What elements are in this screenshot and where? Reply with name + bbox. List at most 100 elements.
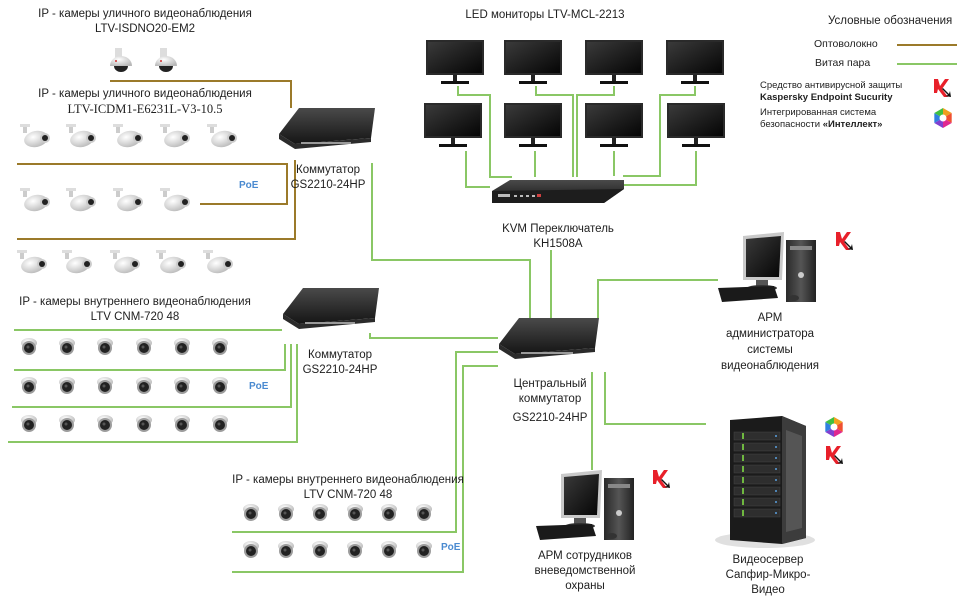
tp-link-monitor-2: [535, 86, 574, 177]
switch-top[interactable]: [279, 108, 375, 149]
kvm-line2: KH1508A: [533, 238, 583, 250]
video-server-line3: Видео: [751, 584, 785, 596]
legend-intellect-line2-bold: «Интеллект»: [822, 119, 883, 130]
dome-camera: [212, 338, 228, 355]
tp-link-dome1-row3: [8, 344, 298, 443]
fiber-link-bullet-row1: [17, 163, 288, 205]
switch-central-line2: коммутатор: [518, 393, 582, 405]
dome-camera: [59, 338, 75, 355]
dome-camera: [312, 504, 328, 521]
video-server-line2: Сапфир-Микро-: [725, 569, 811, 581]
video-server[interactable]: [715, 416, 815, 548]
bullet-camera: [113, 124, 143, 148]
ptz-cameras: [110, 48, 177, 72]
dome-camera: [212, 377, 228, 394]
legend-fiber-label: Оптоволокно: [814, 38, 878, 50]
dome-camera: [136, 415, 152, 432]
ptz-cams-title-text: IP - камеры уличного видеонаблюдения: [38, 8, 252, 20]
dome-camera: [278, 541, 294, 558]
intellect-icon: [934, 108, 952, 128]
bullet-camera: [20, 188, 50, 212]
kvm-switch[interactable]: [492, 180, 624, 203]
server-drive-bay: [733, 497, 781, 507]
dome-camera: [136, 377, 152, 394]
legend-fiber-line: [897, 44, 957, 46]
dome-camera: [97, 338, 113, 355]
server-drive-bay: [733, 453, 781, 463]
switch-mid-line2: GS2210-24HP: [302, 364, 378, 376]
arm-guard-line2: вневедомственной: [534, 565, 636, 577]
ptz-camera: [155, 48, 177, 72]
switch-top-line2: GS2210-24HP: [290, 179, 366, 191]
tp-link-central-dome2b: [232, 365, 498, 573]
legend-intellect-line2-prefix: безопасности: [760, 119, 823, 130]
poe-label: PoE: [249, 381, 269, 392]
tp-link-monitor-3: [576, 86, 615, 177]
bullet-camera: [66, 124, 96, 148]
led-monitor: [585, 103, 643, 147]
kvm-line1: KVM Переключатель: [502, 223, 614, 235]
twisted-pair-lines: [8, 86, 718, 573]
dome-camera: [97, 415, 113, 432]
dome-camera: [416, 504, 432, 521]
led-monitor: [504, 40, 562, 84]
dome-camera: [243, 541, 259, 558]
bullet-camera: [62, 250, 92, 274]
arm-admin-line3: системы: [747, 344, 793, 356]
bullet-camera: [156, 250, 186, 274]
legend-intellect-line1: Интегрированная система: [760, 107, 877, 118]
tp-link-monitor-8: [623, 151, 697, 186]
dome-cameras-group-1: [21, 338, 228, 432]
legend-kaspersky-line1: Средство антивирусной защиты: [760, 80, 903, 91]
server-drive-bay: [733, 486, 781, 496]
intellect-icon: [825, 417, 843, 437]
dome-camera: [21, 415, 37, 432]
bullet-cams-title-text: IP - камеры уличного видеонаблюдения: [38, 88, 252, 100]
bullet-camera: [113, 188, 143, 212]
tp-link-central-dome2a: [232, 351, 498, 533]
tp-link-switch-top-central: [371, 163, 531, 320]
bullet-cameras: [17, 124, 237, 274]
arm-admin-pc[interactable]: [718, 232, 816, 302]
dome-camera: [347, 504, 363, 521]
dome-camera: [416, 541, 432, 558]
dome-camera: [381, 504, 397, 521]
dome-camera: [174, 338, 190, 355]
arm-admin-line4: видеонаблюдения: [720, 360, 820, 372]
dome-camera: [381, 541, 397, 558]
bullet-camera: [17, 250, 47, 274]
dome-camera: [174, 415, 190, 432]
tp-link-dome1-row1: [14, 344, 286, 371]
led-monitor: [585, 40, 643, 84]
switch-central[interactable]: [499, 318, 599, 359]
dome-cameras-group-2: [243, 504, 432, 558]
arm-guard-pc[interactable]: [536, 470, 634, 540]
server-drive-bay: [733, 442, 781, 452]
led-monitor: [667, 103, 725, 147]
switch-mid[interactable]: [283, 288, 379, 329]
ptz-cams-model: LTV-ISDNO20-EM2: [94, 23, 196, 35]
bullet-camera: [160, 188, 190, 212]
dome-camera: [59, 377, 75, 394]
dome-camera: [136, 338, 152, 355]
switch-top-line1: Коммутатор: [296, 164, 360, 176]
monitors-title: LED мониторы LTV-MCL-2213: [465, 9, 625, 21]
kaspersky-icon: [826, 446, 843, 464]
dome-cams-2-model: LTV CNM-720 48: [303, 489, 393, 501]
server-drive-bay: [733, 508, 781, 518]
arm-admin-line1: АРМ: [757, 312, 783, 324]
bullet-camera: [66, 188, 96, 212]
legend-title: Условные обозначения: [828, 15, 953, 27]
switch-central-line3: GS2210-24HP: [512, 412, 588, 424]
server-drive-bay: [733, 431, 781, 441]
bullet-camera: [110, 250, 140, 274]
tp-link-switch-mid-central: [369, 333, 498, 339]
legend-tp-label: Витая пара: [815, 57, 871, 69]
dome-camera: [21, 338, 37, 355]
